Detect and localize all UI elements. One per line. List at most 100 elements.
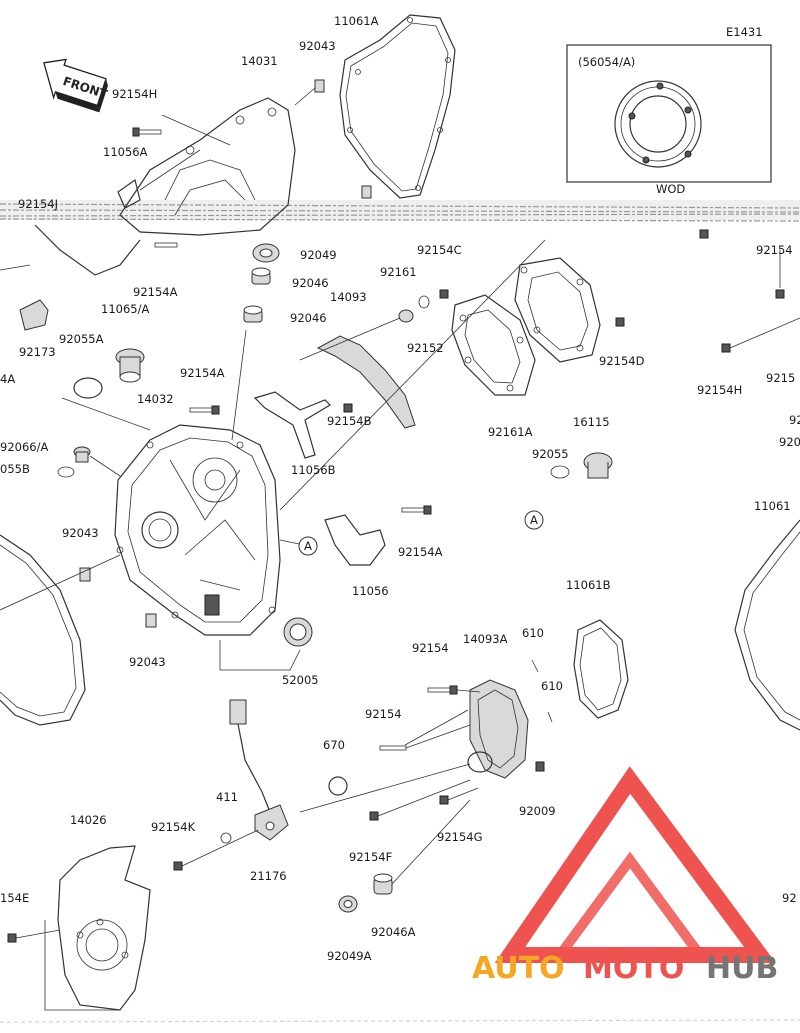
watermark-hub: HUB xyxy=(706,951,778,986)
part-label: 52005 xyxy=(282,673,319,687)
part-label: 92154H xyxy=(697,383,742,397)
bolt-154e xyxy=(7,933,17,943)
part-label: 92154G xyxy=(437,830,483,844)
svg-text:A: A xyxy=(530,513,538,527)
bolt-92154g xyxy=(439,795,449,805)
oil-seal-92049a xyxy=(338,895,358,913)
scan-noise xyxy=(0,1019,800,1023)
part-label: 610 xyxy=(541,679,563,693)
part-label: 4A xyxy=(0,372,15,386)
part-label: 11061B xyxy=(566,578,611,592)
part-label: 92055 xyxy=(532,447,569,461)
washer-92152 xyxy=(418,295,430,309)
part-label: 92154B xyxy=(327,414,372,428)
bolt-92154a xyxy=(189,407,213,413)
part-label: 92043 xyxy=(62,526,99,540)
o-ring-92055 xyxy=(550,465,570,479)
inset-caption: WOD xyxy=(656,182,685,196)
collar-92161 xyxy=(398,309,414,323)
part-label: 14093A xyxy=(463,632,508,646)
o-ring-92055a xyxy=(73,377,103,399)
part-label: 920 xyxy=(779,435,800,449)
part-label: 14031 xyxy=(241,54,278,68)
part-label: 92154A xyxy=(133,285,178,299)
part-label: 92046 xyxy=(290,311,327,325)
oil-seal-52005 xyxy=(283,617,313,647)
part-label: 92043 xyxy=(299,39,336,53)
o-ring-670 xyxy=(328,776,348,796)
bolt-92154h xyxy=(132,127,162,137)
part-label: 16115 xyxy=(573,415,610,429)
bolt-92154d xyxy=(615,317,625,327)
bolt-92009 xyxy=(535,761,545,772)
gasket-11061a xyxy=(339,14,456,199)
part-label: 92055A xyxy=(59,332,104,346)
watermark-logo: AUTO MOTO HUB xyxy=(472,766,778,986)
bolt-92154f xyxy=(369,811,379,821)
bolt-92154 xyxy=(427,687,451,693)
part-label: 92154F xyxy=(349,850,392,864)
washer-92055b xyxy=(57,466,75,478)
part-label: 610 xyxy=(522,626,544,640)
part-label: 92046A xyxy=(371,925,416,939)
part-label: 11056 xyxy=(352,584,389,598)
part-label: 92161 xyxy=(380,265,417,279)
plug-11065a xyxy=(115,348,145,383)
watermark-moto: MOTO xyxy=(583,951,684,986)
part-label: 92161A xyxy=(488,425,533,439)
part-label: 92154C xyxy=(417,243,462,257)
part-label: 92009 xyxy=(519,804,556,818)
part-label: 14093 xyxy=(330,290,367,304)
chain-guide-14093 xyxy=(316,335,416,429)
bolt-92154c xyxy=(439,289,449,299)
ref-marker-a: A xyxy=(524,510,544,530)
bushing-92046 xyxy=(251,267,271,285)
part-label: 154E xyxy=(0,891,29,905)
part-label: 21176 xyxy=(250,869,287,883)
part-label: 92154 xyxy=(365,707,402,721)
ref-marker-a: A xyxy=(298,536,318,556)
bolt-92154 xyxy=(379,745,407,751)
part-label: 92154D xyxy=(599,354,645,368)
part-label: 92154 xyxy=(756,243,793,257)
pin-610 xyxy=(547,711,553,723)
dowel-pin xyxy=(314,79,325,93)
part-label: 92154 xyxy=(412,641,449,655)
cover-plate-92161a xyxy=(514,257,601,363)
watermark-auto: AUTO xyxy=(472,951,565,986)
dowel-pin-92043 xyxy=(79,567,91,582)
part-label: 9215 xyxy=(766,371,795,385)
dowel-pin-92043 xyxy=(145,613,157,628)
part-label: 92173 xyxy=(19,345,56,359)
bolt-92154k xyxy=(173,861,183,871)
part-label: 055B xyxy=(0,462,30,476)
bolt-92154a xyxy=(154,242,178,248)
washer-411 xyxy=(220,832,232,844)
bushing-92046a xyxy=(373,873,393,895)
upper-cover-14031 xyxy=(119,97,296,236)
part-label: 92049 xyxy=(300,248,337,262)
part-label: 92066/A xyxy=(0,440,48,454)
cover-14093a xyxy=(467,679,529,779)
part-label: 11061 xyxy=(754,499,791,513)
svg-text:A: A xyxy=(304,539,312,553)
bushing-92046 xyxy=(243,305,263,323)
clutch-cover-14032 xyxy=(114,424,281,636)
inset-ref-label: (56054/A) xyxy=(578,55,635,69)
part-label: 92043 xyxy=(129,655,166,669)
cap-92173 xyxy=(19,299,49,331)
part-label: 14032 xyxy=(137,392,174,406)
part-label: 670 xyxy=(323,738,345,752)
pin-610 xyxy=(531,659,539,673)
plug-92066a xyxy=(73,446,91,463)
part-label: 92049A xyxy=(327,949,372,963)
sensor-21176 xyxy=(229,699,289,841)
part-label: 92046 xyxy=(292,276,329,290)
bracket-11056b xyxy=(253,391,331,459)
part-label: 92154J xyxy=(18,197,58,211)
oil-seal-92049 xyxy=(252,243,280,263)
part-label: 11056A xyxy=(103,145,148,159)
bracket-11056 xyxy=(324,514,386,566)
